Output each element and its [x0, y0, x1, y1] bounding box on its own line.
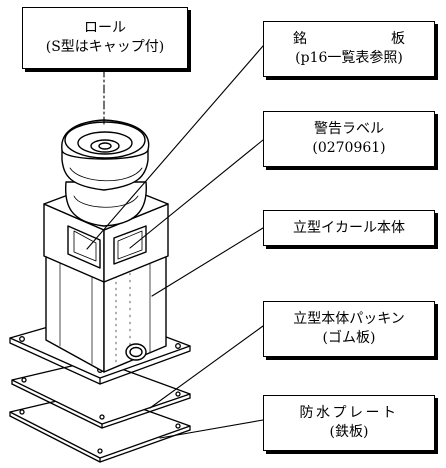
- plate-label-box: 防水プレート (鉄板): [263, 395, 435, 451]
- plate-label-title: 防水プレート: [299, 405, 399, 421]
- nameplate-label-title: 銘 板: [293, 30, 405, 49]
- roll-neck-drawing: [64, 181, 147, 227]
- nameplate-label-note: (p16一覧表参照): [295, 50, 403, 66]
- roll-label-note: (S型はキャップ付): [45, 39, 165, 55]
- leader-plate: [159, 419, 264, 439]
- warning-label-title: 警告ラベル: [314, 121, 384, 137]
- packing-label-title: 立型本体パッキン: [293, 311, 405, 327]
- packing-label-box: 立型本体パッキン (ゴム板): [263, 301, 435, 357]
- roll-label-box: ロール (S型はキャップ付): [22, 7, 188, 69]
- body-label-box: 立型イカール本体: [263, 210, 435, 246]
- nameplate-label-char-1: 銘: [293, 31, 307, 47]
- packing-label-material: (ゴム板): [322, 330, 376, 346]
- nameplate-label-char-2: 板: [391, 31, 405, 47]
- leader-packing: [149, 325, 264, 409]
- leader-lines: [86, 45, 264, 439]
- warning-label-box: 警告ラベル (0270961): [263, 111, 435, 167]
- body-label-title: 立型イカール本体: [293, 219, 405, 236]
- roll-drawing: [61, 119, 150, 191]
- rubber-packing-drawing: [11, 359, 191, 429]
- leader-warning: [129, 139, 264, 249]
- leader-body: [151, 227, 264, 297]
- plate-label-material: (鉄板): [329, 424, 369, 440]
- leader-nameplate: [86, 45, 264, 250]
- roll-label-title: ロール: [84, 20, 126, 36]
- nameplate-label-box: 銘 板 (p16一覧表参照): [263, 21, 435, 77]
- warning-label-code: (0270961): [312, 140, 386, 156]
